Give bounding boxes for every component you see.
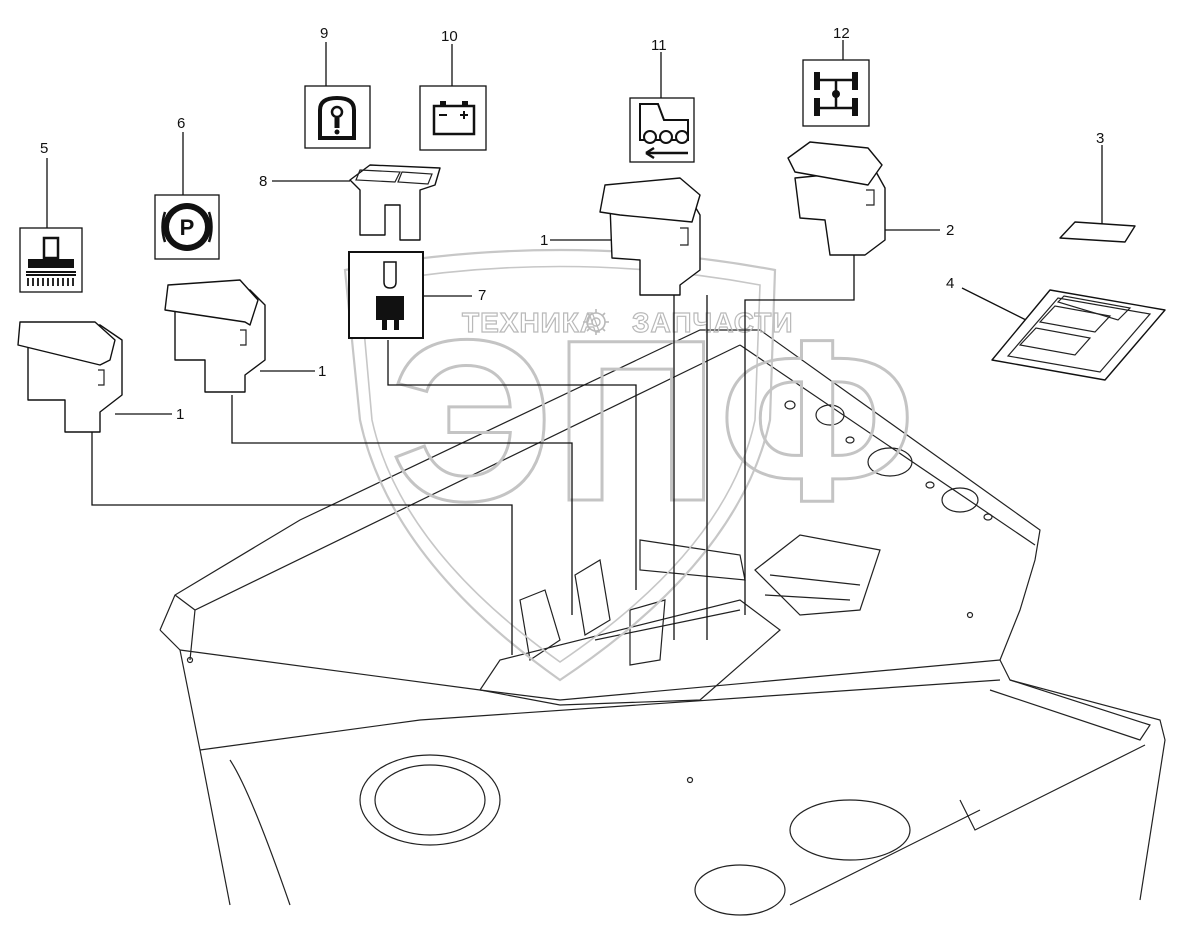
callout-11: 11 <box>651 37 667 54</box>
triple-switch-frame <box>991 289 1166 381</box>
callout-9: 9 <box>320 25 328 42</box>
watermark-right-word: ЗАПЧАСТИ <box>632 307 793 338</box>
callout-6: 6 <box>177 115 185 132</box>
tractor-rear-icon <box>629 97 695 163</box>
parking-letter: P <box>180 215 195 240</box>
implement-icon <box>19 227 83 293</box>
watermark-logo-letters: ЭПФ <box>390 292 915 549</box>
relay-icon <box>348 251 424 339</box>
callout-8: 8 <box>259 173 267 190</box>
four-wheel-drive-icon <box>802 59 870 127</box>
callout-1-middle: 1 <box>318 363 326 380</box>
callout-4: 4 <box>946 275 954 292</box>
parking-brake-icon: P <box>154 194 220 260</box>
watermark: ТЕХНИКА ЗАПЧАСТИ ЭПФ <box>343 248 917 682</box>
rocker-switch-left <box>17 321 123 433</box>
callout-3: 3 <box>1096 130 1104 147</box>
dual-switch-housing <box>349 164 441 241</box>
callout-1-center: 1 <box>540 232 548 249</box>
warning-gauge-icon <box>304 85 371 149</box>
callout-1-left: 1 <box>176 406 184 423</box>
callout-12: 12 <box>833 25 850 42</box>
rocker-switch-right <box>787 141 886 256</box>
console-outline <box>159 329 1166 916</box>
rocker-switch-center <box>599 177 701 296</box>
blank-plug <box>1059 221 1136 243</box>
gear-icon <box>583 309 609 335</box>
rocker-switch-middle-left <box>164 279 266 393</box>
callout-7: 7 <box>478 287 486 304</box>
leader-lines <box>46 40 1103 655</box>
callout-10: 10 <box>441 28 458 45</box>
callout-2: 2 <box>946 222 954 239</box>
battery-icon <box>419 85 487 151</box>
watermark-left-word: ТЕХНИКА <box>462 307 601 338</box>
callout-5: 5 <box>40 140 48 157</box>
